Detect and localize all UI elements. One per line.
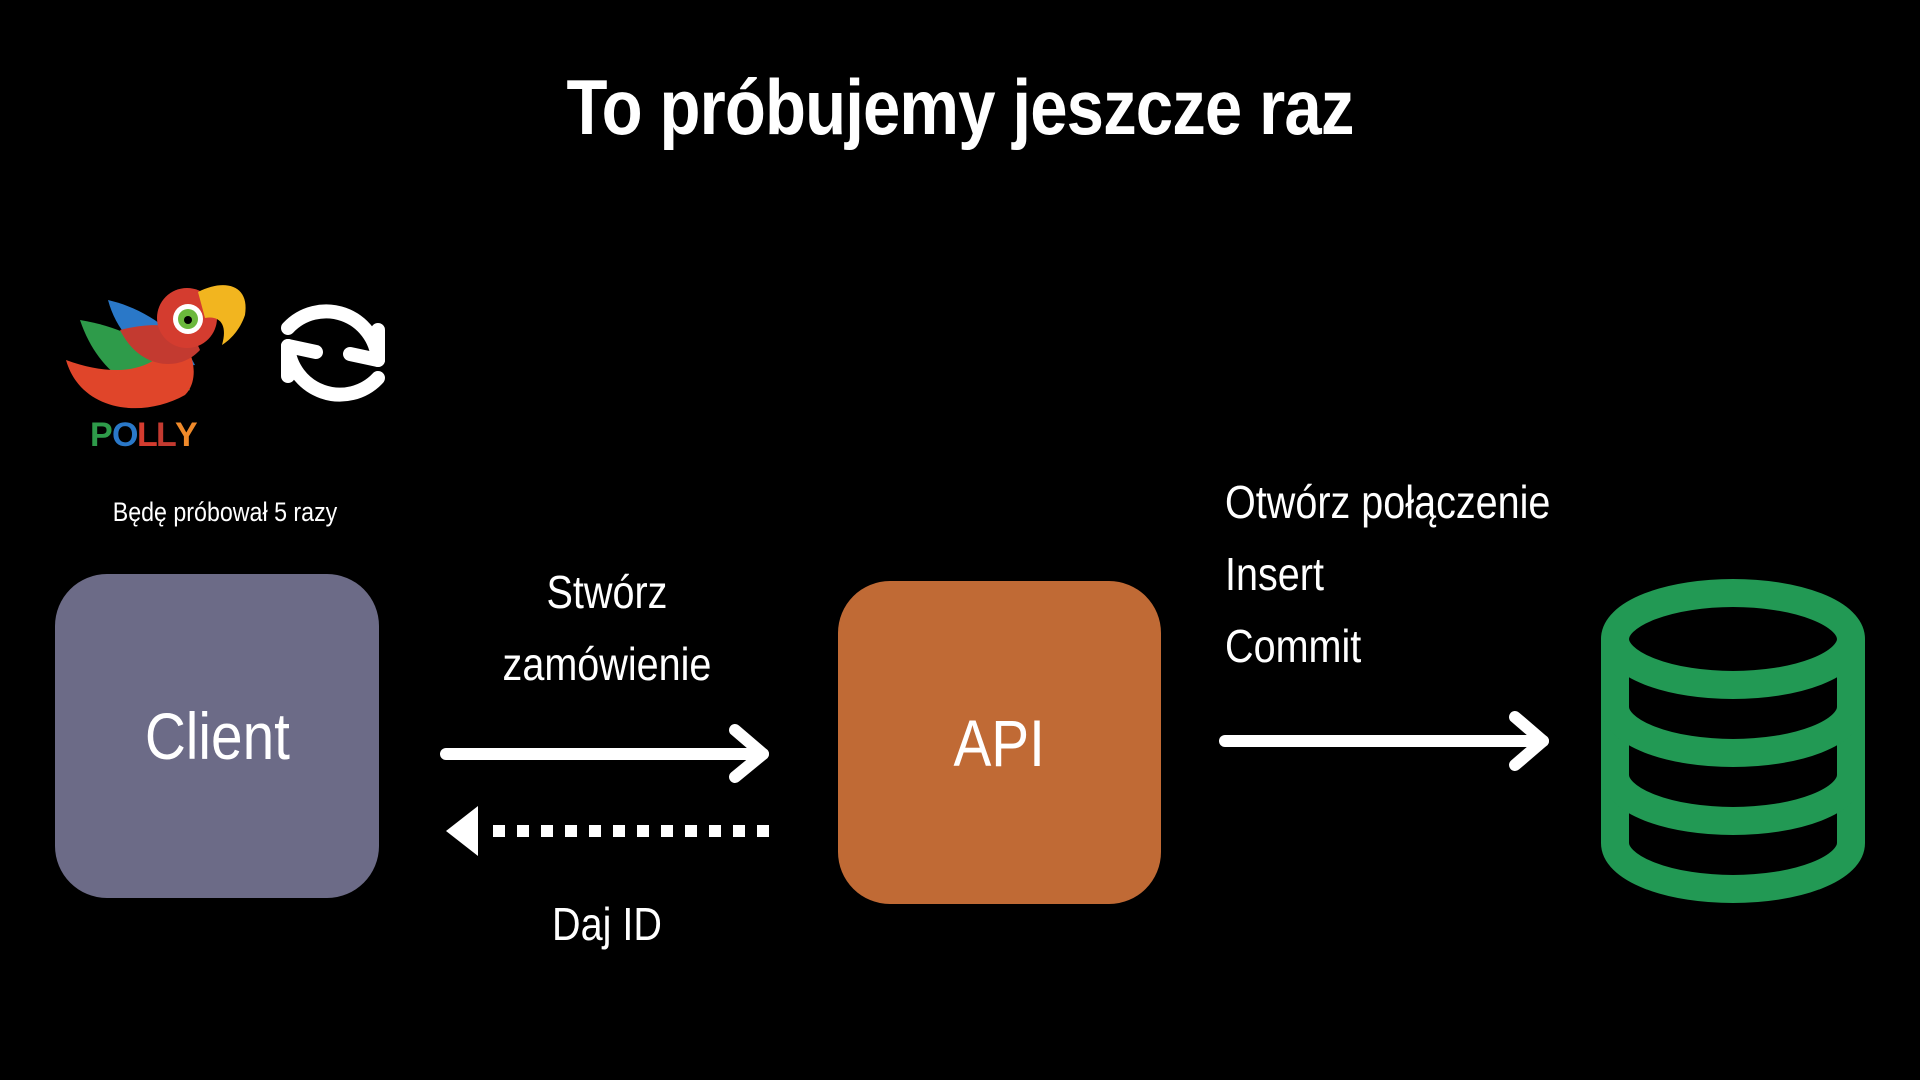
- parrot-body-red: [66, 330, 194, 409]
- polly-logo: P O L L Y: [66, 285, 246, 454]
- request-label: Stwórz zamówienie: [478, 556, 736, 700]
- db-step-open-connection: Otwórz połączenie: [1225, 476, 1551, 528]
- parrot-pupil: [184, 316, 192, 324]
- response-label: Daj ID: [552, 898, 662, 950]
- polly-wordmark: P O L L Y: [90, 416, 198, 454]
- svg-text:L: L: [137, 416, 158, 454]
- request-arrow: [440, 724, 769, 783]
- client-label: Client: [144, 699, 290, 773]
- retry-cycle-icon: [281, 304, 385, 402]
- svg-text:Y: Y: [175, 416, 198, 454]
- db-steps-list: Otwórz połączenie Insert Commit: [1225, 466, 1550, 682]
- svg-text:L: L: [156, 416, 177, 454]
- db-step-commit: Commit: [1225, 620, 1362, 672]
- response-arrow: [446, 806, 769, 856]
- api-box: API: [838, 581, 1161, 904]
- db-arrow: [1219, 711, 1549, 771]
- client-box: Client: [55, 574, 379, 898]
- parrot-beak: [198, 285, 246, 345]
- svg-text:P: P: [90, 416, 113, 454]
- api-label: API: [953, 705, 1046, 780]
- page-title: To próbujemy jeszcze raz: [566, 63, 1354, 151]
- retry-count-text: Będę próbował 5 razy: [112, 497, 338, 527]
- database-icon: [1601, 579, 1865, 903]
- svg-text:O: O: [112, 416, 138, 454]
- db-step-insert: Insert: [1225, 548, 1324, 600]
- request-label-line-1: Stwórz: [546, 566, 668, 618]
- request-label-line-2: zamówienie: [502, 638, 712, 690]
